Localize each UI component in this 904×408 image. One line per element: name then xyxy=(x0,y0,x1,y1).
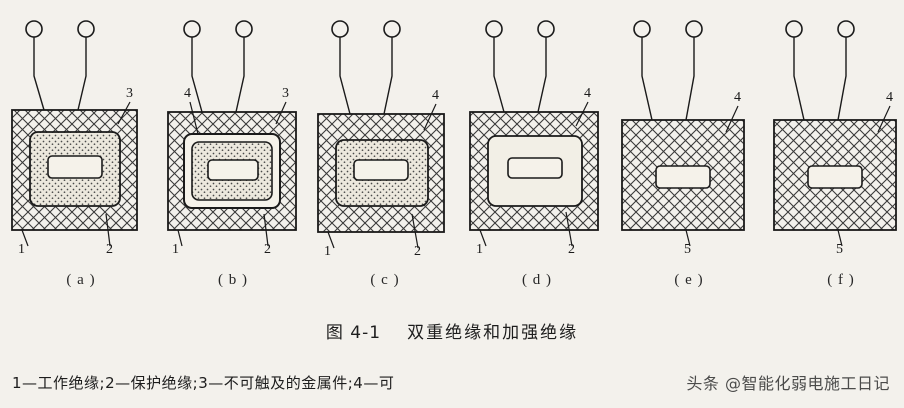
panel-f-caption: ( f ) xyxy=(827,272,855,288)
panel-b-label-3: 3 xyxy=(282,86,289,101)
figure-legend: 1—工作绝缘;2—保护绝缘;3—不可触及的金属件;4—可 xyxy=(12,374,395,392)
diagram-panel-d: 4 1 2 ( d ) xyxy=(462,14,612,288)
diagram-panel-c: 4 1 2 ( c ) xyxy=(310,14,460,288)
panel-d-label-2: 2 xyxy=(568,242,575,257)
figure-title-text: 双重绝缘和加强绝缘 xyxy=(407,323,579,343)
panel-d-caption: ( d ) xyxy=(522,272,552,288)
panel-row: 3 1 2 ( a ) 4 3 1 2 xyxy=(0,14,904,288)
figure-title: 图 4-1 双重绝缘和加强绝缘 xyxy=(0,318,904,343)
panel-a-label-2: 2 xyxy=(106,242,113,257)
panel-a-caption: ( a ) xyxy=(66,272,96,288)
panel-f-drawing xyxy=(773,20,897,247)
panel-c-label-1: 1 xyxy=(324,244,331,259)
panel-a-label-3: 3 xyxy=(126,86,133,101)
panel-b-label-4: 4 xyxy=(184,86,191,101)
panel-d-drawing xyxy=(469,20,599,247)
panel-d-label-4: 4 xyxy=(584,86,591,101)
panel-f-label-4: 4 xyxy=(886,90,893,105)
panel-e-label-4: 4 xyxy=(734,90,741,105)
figure-number: 图 4-1 xyxy=(325,323,382,343)
panel-c-caption: ( c ) xyxy=(370,272,400,288)
panel-e-drawing xyxy=(621,20,745,247)
panel-c-label-2: 2 xyxy=(414,244,421,259)
panel-a-label-1: 1 xyxy=(18,242,25,257)
panel-b-drawing xyxy=(167,20,297,247)
diagram-panel-b: 4 3 1 2 ( b ) xyxy=(158,14,308,288)
watermark-text: 头条 @智能化弱电施工日记 xyxy=(686,374,890,393)
panel-e-label-5: 5 xyxy=(684,242,691,257)
panel-c-label-4: 4 xyxy=(432,88,439,103)
panel-c-drawing xyxy=(317,20,445,249)
panel-f-label-5: 5 xyxy=(836,242,843,257)
diagram-panel-f: 4 5 ( f ) xyxy=(766,14,904,288)
panel-b-label-2: 2 xyxy=(264,242,271,257)
diagram-panel-a: 3 1 2 ( a ) xyxy=(6,14,156,288)
panel-d-label-1: 1 xyxy=(476,242,483,257)
panel-b-label-1: 1 xyxy=(172,242,179,257)
panel-b-caption: ( b ) xyxy=(218,272,248,288)
panel-a-drawing xyxy=(11,20,138,247)
panel-e-caption: ( e ) xyxy=(674,272,704,288)
diagram-panel-e: 4 5 ( e ) xyxy=(614,14,764,288)
